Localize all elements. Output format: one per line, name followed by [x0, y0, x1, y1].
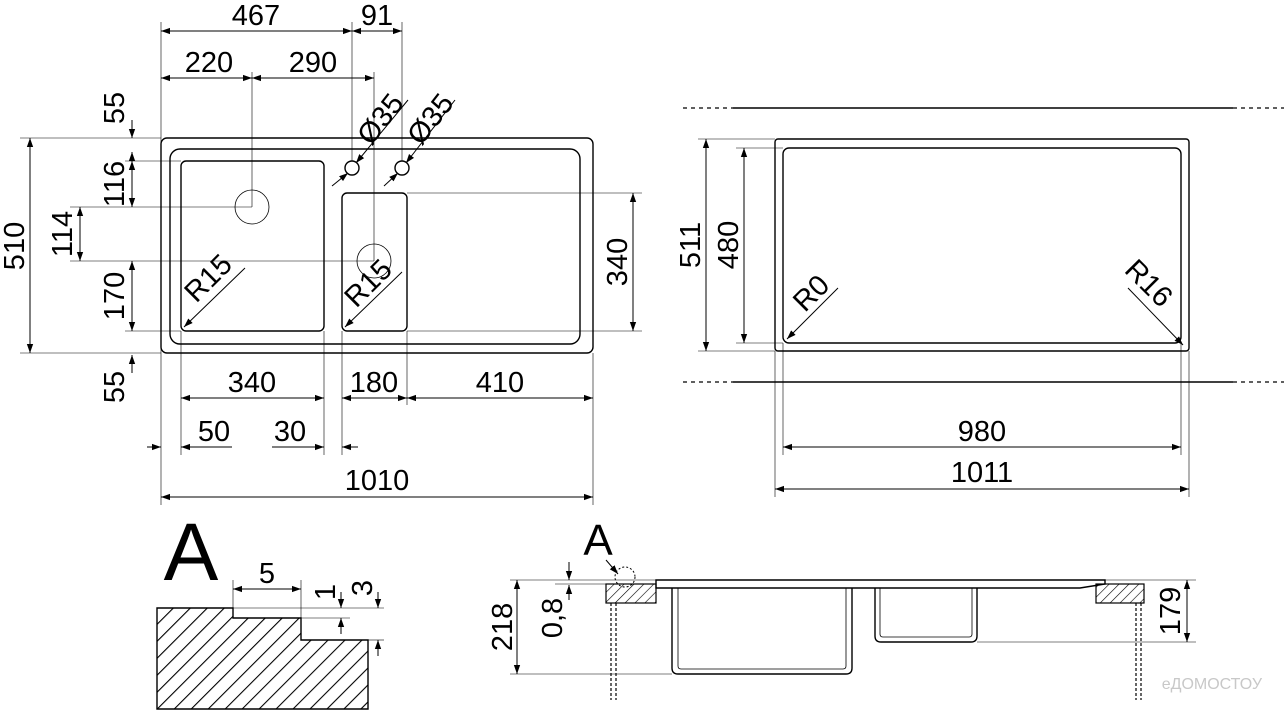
worktop-right: [1095, 583, 1145, 604]
dim-55-bottom: 55: [99, 371, 131, 403]
detail-a-label: A: [164, 507, 219, 598]
dim-91: 91: [361, 0, 393, 32]
cutout-outer: [774, 138, 1190, 352]
sink-outline: [160, 137, 594, 354]
plan-view: 467 91 220 290 340 180 410 50 30 1010 51…: [0, 0, 642, 505]
large-bowl: [180, 160, 325, 332]
dim-hole-left: Ø35: [351, 88, 410, 151]
dim-hole-right: Ø35: [401, 88, 460, 151]
dim-r16: R16: [1118, 254, 1178, 314]
dim-467: 467: [232, 0, 280, 32]
dim-50: 50: [198, 416, 230, 448]
dim-114: 114: [47, 211, 79, 257]
dim-1011: 1011: [951, 457, 1013, 489]
detail-a: A 5 1 3: [156, 507, 384, 710]
dim-340-bowl: 340: [228, 367, 276, 399]
dim-116: 116: [99, 161, 131, 207]
tap-hole-left: [344, 160, 360, 176]
section-small-bowl: [874, 588, 978, 643]
section-large-bowl: [671, 588, 853, 675]
dim-3: 3: [347, 580, 379, 596]
tap-hole-right: [394, 160, 410, 176]
dim-510: 510: [0, 222, 31, 270]
dim-980: 980: [958, 416, 1006, 448]
dim-511: 511: [675, 222, 707, 268]
section-view: A 218 0,8 179: [487, 516, 1196, 700]
dim-340-drainer: 340: [602, 238, 634, 286]
dim-170: 170: [99, 272, 131, 320]
dim-480: 480: [713, 221, 745, 269]
dim-1: 1: [310, 584, 342, 600]
dim-410: 410: [476, 367, 524, 399]
dim-55-top: 55: [99, 92, 131, 124]
worktop-left: [605, 583, 657, 604]
cutout-view: 511 480 980 1011 R0 R16: [675, 107, 1284, 497]
watermark: еДОМОСТОУ: [1162, 676, 1263, 693]
cutout-inner: [782, 147, 1182, 344]
small-bowl: [341, 192, 408, 332]
dim-r15-small: R15: [339, 254, 399, 314]
section-top-plate: [655, 579, 1106, 589]
dim-290: 290: [289, 47, 337, 79]
dim-179: 179: [1155, 587, 1187, 635]
dim-0-8: 0,8: [537, 598, 569, 638]
sink-rim: [169, 148, 581, 345]
dim-30: 30: [274, 416, 306, 448]
dim-r15-large: R15: [179, 249, 239, 309]
dim-1010: 1010: [345, 465, 410, 497]
dim-r0: R0: [787, 269, 836, 318]
dim-5: 5: [259, 558, 275, 590]
dim-220: 220: [185, 47, 233, 79]
dim-180: 180: [350, 367, 398, 399]
dim-218: 218: [487, 603, 519, 651]
detail-a-section: [156, 607, 369, 710]
section-a-label: A: [583, 516, 613, 565]
